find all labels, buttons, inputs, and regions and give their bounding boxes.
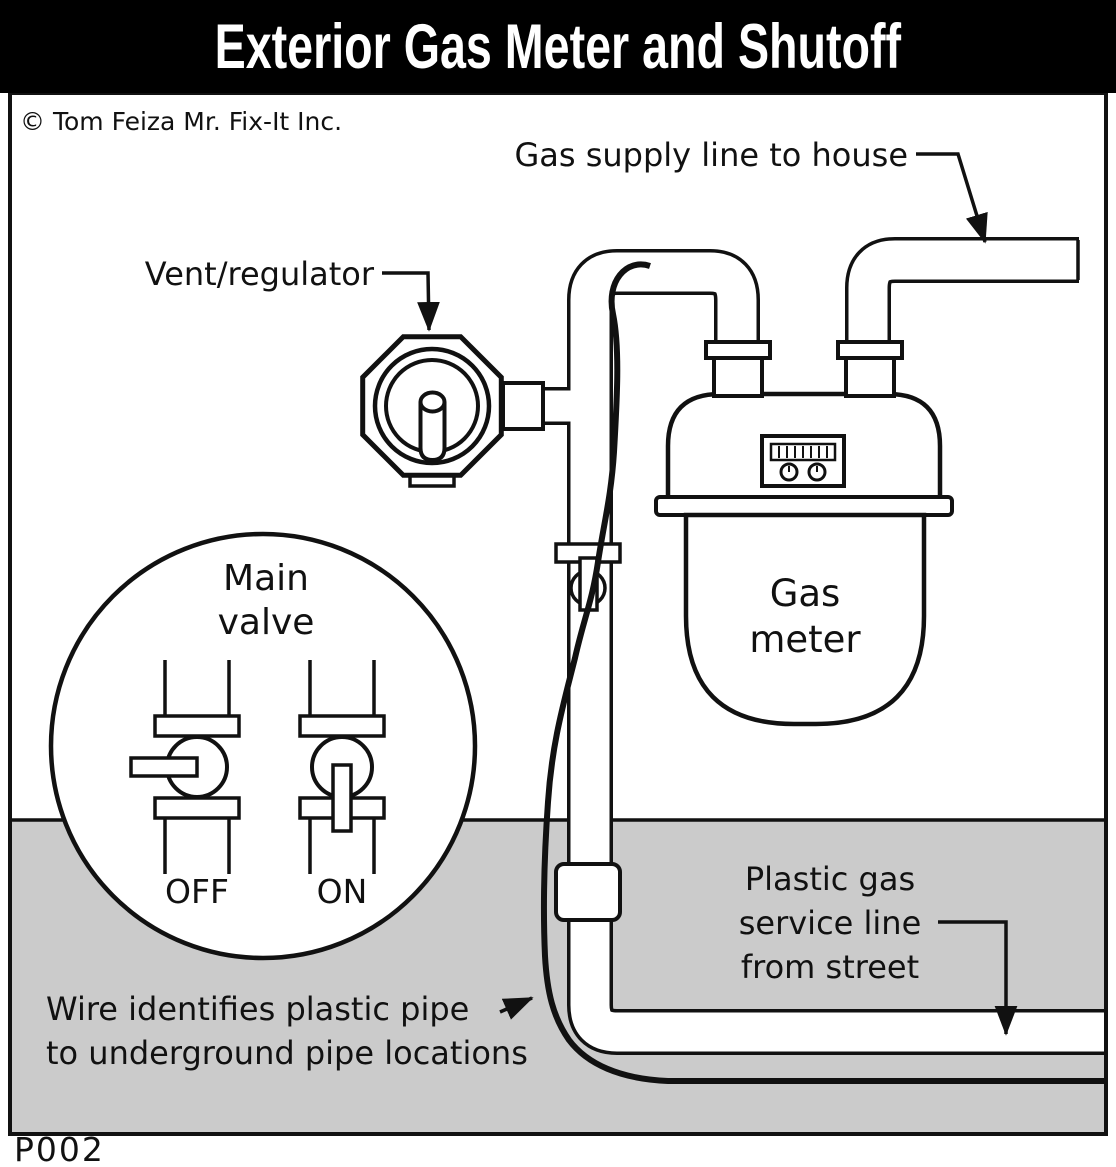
wire-note-leader-arrow bbox=[499, 996, 534, 1020]
valve-off-diagram bbox=[129, 660, 241, 874]
valve-off-label: OFF bbox=[165, 872, 229, 911]
service-line-label-line1: Plastic gas bbox=[745, 860, 915, 898]
wire-note-line1: Wire identifies plastic pipe bbox=[46, 990, 469, 1028]
detail-circle-outline bbox=[48, 531, 478, 961]
frame-border bbox=[8, 91, 1108, 1136]
copyright-note: © Tom Feiza Mr. Fix-It Inc. bbox=[20, 107, 342, 136]
meter-dial-display bbox=[760, 434, 846, 488]
meter-port-left-flange bbox=[704, 340, 772, 360]
valve-handle-off bbox=[129, 756, 199, 778]
valve-flange bbox=[298, 714, 386, 738]
service-line-leader-arrow bbox=[938, 920, 1018, 1036]
title-bar: Exterior Gas Meter and Shutoff bbox=[0, 0, 1116, 93]
callouts: Gas supply line to house Vent/regulator … bbox=[46, 136, 1018, 1072]
underground-coupling bbox=[554, 862, 622, 922]
tracer-wire bbox=[541, 261, 1105, 1084]
valve-flange bbox=[153, 796, 241, 820]
gas-supply-leader-arrow bbox=[916, 152, 988, 244]
gas-supply-label: Gas supply line to house bbox=[514, 136, 908, 174]
vent-regulator-label: Vent/regulator bbox=[145, 255, 375, 293]
gas-meter-label-line1: Gas bbox=[770, 572, 841, 615]
wire-note-line2: to underground pipe locations bbox=[46, 1034, 528, 1072]
figure-id: P002 bbox=[14, 1130, 105, 1167]
service-line-label-line3: from street bbox=[741, 948, 919, 986]
main-valve-label-line1: Main bbox=[223, 558, 309, 599]
main-valve-label-line2: valve bbox=[218, 602, 315, 643]
vent-tube-opening bbox=[418, 390, 447, 414]
regulator-coupling bbox=[501, 381, 545, 431]
valve-handle-on bbox=[331, 763, 353, 833]
odometer-digits bbox=[778, 446, 828, 458]
vent-regulator-leader-arrow bbox=[382, 271, 440, 332]
vent-regulator bbox=[360, 334, 504, 488]
main-valve-detail-circle: Main valve OFF bbox=[48, 531, 478, 961]
meter-lip bbox=[654, 495, 954, 517]
supply-pipe-fill bbox=[848, 240, 1077, 376]
meter-body bbox=[683, 512, 927, 727]
meter-port-right-flange bbox=[836, 340, 904, 360]
riser-shutoff-valve bbox=[554, 542, 622, 612]
valve-flange bbox=[153, 714, 241, 738]
gas-meter-label-line2: meter bbox=[749, 618, 861, 661]
gas-meter: Gas meter bbox=[654, 340, 954, 727]
service-line-label-line2: service line bbox=[739, 904, 922, 942]
page-title: Exterior Gas Meter and Shutoff bbox=[214, 11, 902, 82]
piping bbox=[498, 237, 1105, 1055]
riser-pipe-fill bbox=[570, 252, 1105, 1052]
valve-on-diagram bbox=[298, 660, 386, 874]
vent-tube bbox=[418, 402, 447, 463]
valve-on-label: ON bbox=[317, 872, 368, 911]
